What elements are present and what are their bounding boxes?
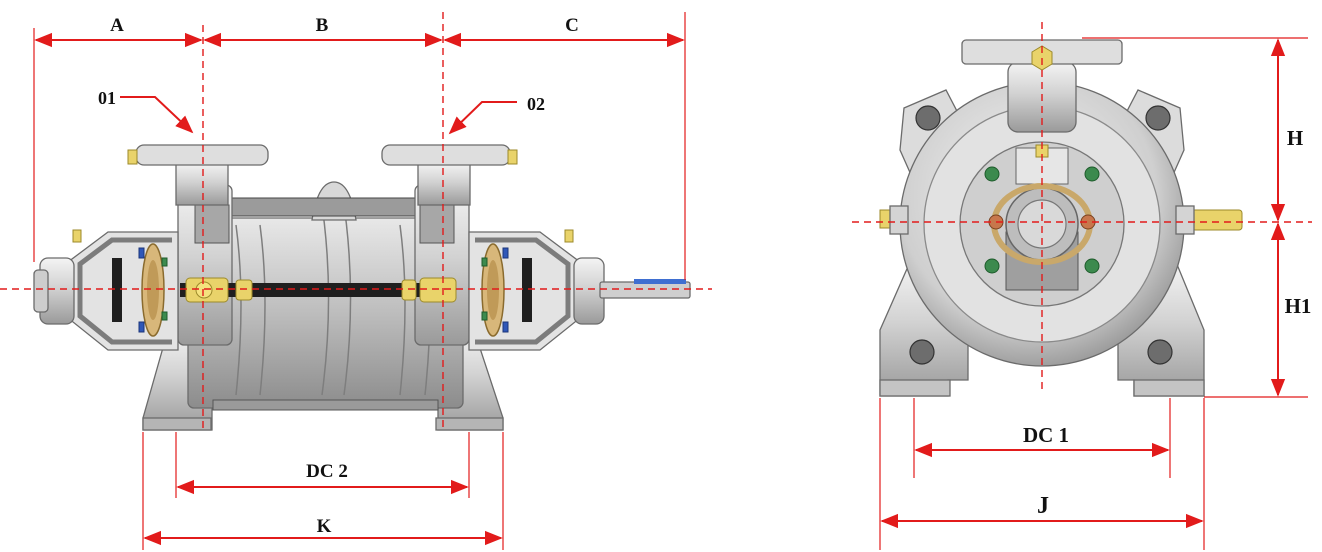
front-bolt-tl [915,105,941,131]
left-bearing-bracket [33,229,179,351]
left-housing-block [194,204,230,244]
right-shaft-fitting [419,277,457,303]
label-dc2: DC 2 [306,461,348,482]
leader-02 [448,101,517,135]
nozzle-01-neck [175,162,229,206]
label-h: H [1287,126,1303,150]
right-housing-block [419,204,455,244]
side-view [33,144,691,431]
left-inner-fitting [235,279,253,301]
label-a: A [110,15,124,36]
front-bolt-br [1147,339,1173,365]
right-foot-plate [435,417,504,431]
label-c: C [565,15,579,36]
right-bearing-bracket [468,229,605,351]
front-bolt-tr [1145,105,1171,131]
left-foot-plate [142,417,212,431]
nozzle-02-neck [417,162,471,206]
label-h1: H1 [1285,294,1312,318]
front-shaft-end [1017,199,1067,249]
label-j: J [1037,493,1049,519]
shaft-key [634,279,686,284]
right-coupling-disc [522,258,532,322]
leader-01 [120,96,194,134]
front-nut-4 [1084,258,1100,274]
label-k: K [317,516,332,537]
label-dc1: DC 1 [1023,423,1069,447]
front-nut-1 [984,166,1000,182]
front-left-port [889,205,909,235]
output-shaft [599,281,691,299]
nozzle-01-flange [135,144,269,166]
front-left-pad [879,379,951,397]
front-view [879,39,1243,397]
front-bolt-bl [909,339,935,365]
left-fitting-nut [195,281,213,299]
flange-bolt-right [507,149,518,165]
front-nut-2 [1084,166,1100,182]
front-right-port [1175,205,1195,235]
flange-bolt-left [127,149,138,165]
left-coupling-disc [112,258,122,322]
base-rail [212,399,439,411]
right-inner-fitting [401,279,417,301]
front-right-fitting [1191,209,1243,231]
front-nut-3 [984,258,1000,274]
label-port-01: 01 [98,88,116,108]
label-b: B [316,15,329,36]
label-port-02: 02 [527,94,545,114]
nozzle-02-flange [381,144,511,166]
front-right-pad [1133,379,1205,397]
